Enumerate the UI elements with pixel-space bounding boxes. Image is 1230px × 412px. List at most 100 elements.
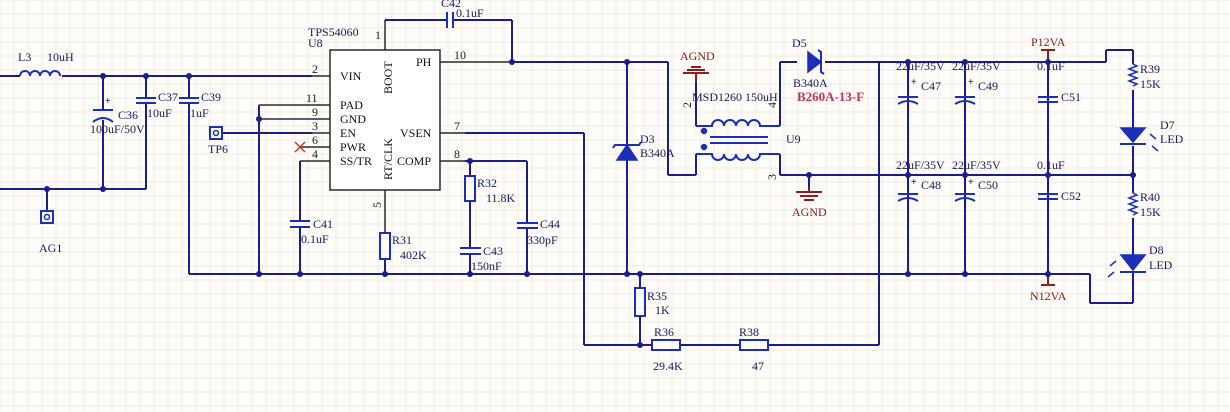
capacitor-c36[interactable]: + C36 100uF/50V [90,96,145,136]
pin-num: 3 [765,174,779,180]
capacitor-c50[interactable]: + C50 22uF/35V [952,158,1001,202]
c47-value: 22uF/35V [896,59,945,73]
output-wires [907,49,1134,304]
c51-ref: C51 [1061,90,1081,104]
p12va-label: P12VA [1031,35,1066,49]
c41-value: 0.1uF [301,232,329,246]
c48-ref: C48 [921,178,941,192]
pin-name-ss-tr: SS/TR [340,154,372,168]
c50-ref: C50 [978,178,998,192]
d5-note: B260A-13-F [797,89,864,104]
resistor-r31[interactable]: R31 402K [379,232,427,262]
resistor-r32[interactable]: R32 11.8K [464,175,516,205]
pin-name-rt-clk: RT/CLK [381,138,395,180]
r40-value: 15K [1140,205,1161,219]
agnd-symbol-bottom: AGND [792,188,827,219]
capacitor-c41[interactable]: C41 0.1uF [290,217,333,246]
capacitor-c44[interactable]: C44 330pF [517,217,560,247]
transformer-u9[interactable]: MSD1260 150uH U9 2 4 3 [680,90,801,180]
c50-value: 22uF/35V [952,158,1001,172]
c37-value: 10uF [147,106,172,120]
c49-ref: C49 [978,79,998,93]
u9-value: MSD1260 150uH [692,90,778,104]
polarity-plus-icon: + [105,96,111,107]
d8-ref: D8 [1149,243,1164,257]
d3-ref: D3 [640,132,655,146]
ag1-ref: AG1 [39,241,62,255]
pin-num: 7 [454,119,460,133]
capacitor-c42[interactable]: C42 0.1uF [441,0,484,28]
l3-value: 10uH [47,50,74,64]
capacitor-c48[interactable]: + C48 22uF/35V [896,158,945,202]
inductor-l3[interactable]: L3 10uH [18,50,74,77]
r31-ref: R31 [392,233,412,247]
c51-value: 0.1uF [1037,59,1065,73]
agnd-label: AGND [680,49,715,63]
c44-value: 330pF [527,233,558,247]
led-d7[interactable]: D7 LED [1119,118,1184,152]
pin-name-en: EN [340,126,356,140]
polarity-plus-icon: + [911,77,917,88]
resistor-r39[interactable]: R39 15K [1126,62,1161,91]
capacitor-c51[interactable]: C51 0.1uF [1037,59,1081,104]
r32-ref: R32 [477,176,497,190]
agnd-label: AGND [792,205,827,219]
pin-num: 4 [765,102,779,108]
testpoint-tp6[interactable]: TP6 [208,126,228,156]
d8-value: LED [1149,258,1173,272]
c47-ref: C47 [921,79,941,93]
pin-num: 1 [375,28,381,42]
agnd-symbol-top: AGND [680,49,715,82]
capacitor-c37[interactable]: C37 10uF [136,90,178,120]
r35-value: 1K [655,303,670,317]
power-port-n12va: N12VA [1030,274,1067,303]
diode-d3[interactable]: D3 B340A [612,132,675,161]
polarity-plus-icon: + [968,177,974,188]
ic-u8[interactable]: TPS54060 U8 2 11 9 3 6 4 VIN PAD GND EN … [259,20,512,232]
led-d8[interactable]: D8 LED [1107,243,1173,278]
testpoint-ag1[interactable]: AG1 [39,210,62,255]
pin-name-pwr: PWR [340,140,366,154]
r38-value: 47 [752,359,764,373]
pin-name-boot: BOOT [381,61,395,94]
capacitor-c39[interactable]: C39 1uF [179,90,221,120]
pin-name-ph: PH [416,55,432,69]
pin-name-pad: PAD [340,98,363,112]
tp6-ref: TP6 [208,142,228,156]
c39-ref: C39 [201,90,221,104]
pin-num: 2 [312,62,318,76]
d3-value: B340A [640,146,675,160]
pin-num: 3 [312,119,318,133]
r36-value: 29.4K [653,359,683,373]
r39-value: 15K [1140,77,1161,91]
c43-value: 150nF [471,259,502,273]
c36-ref: C36 [118,108,138,122]
resistor-r36[interactable]: R36 29.4K [651,325,683,373]
diode-d5[interactable]: D5 B340A B260A-13-F [792,36,864,104]
capacitor-c52[interactable]: C52 0.1uF [1037,158,1081,203]
pin-num: 6 [312,133,318,147]
polarity-plus-icon: + [968,77,974,88]
c52-ref: C52 [1061,189,1081,203]
u8-ref: U8 [308,36,323,50]
c48-value: 22uF/35V [896,158,945,172]
resistor-r38[interactable]: R38 47 [739,325,769,373]
pin-name-gnd: GND [340,112,366,126]
c52-value: 0.1uF [1037,158,1065,172]
pin-num: 4 [312,147,318,161]
resistor-r40[interactable]: R40 15K [1126,190,1161,219]
d7-value: LED [1160,132,1184,146]
c44-ref: C44 [540,217,560,231]
r35-ref: R35 [647,289,667,303]
resistor-r35[interactable]: R35 1K [634,287,670,317]
pin-name-comp: COMP [397,154,431,168]
c37-ref: C37 [158,90,178,104]
pin-num: 5 [370,202,384,208]
c42-ref: C42 [441,0,461,10]
pin-num: 9 [312,105,318,119]
capacitor-c43[interactable]: C43 150nF [460,244,503,273]
d5-ref: D5 [792,36,807,50]
n12va-label: N12VA [1030,289,1067,303]
